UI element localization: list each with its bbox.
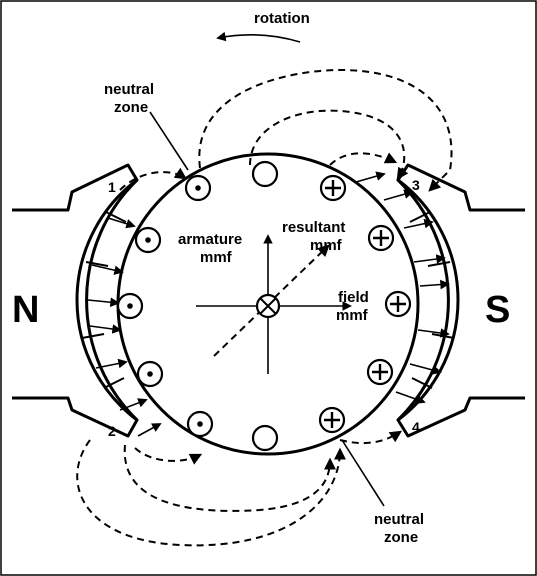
conductor-cross (367, 224, 395, 252)
north-pole-label: N (12, 289, 39, 331)
top-flux-lines (119, 68, 453, 192)
neutral-zone-top-pointer (149, 111, 189, 171)
resultant-mmf-label-2: mmf (310, 237, 343, 254)
south-pole-piece (396, 163, 525, 438)
conductor-cross (318, 406, 346, 434)
south-pole-label: S (485, 289, 510, 331)
conductors-dot (116, 174, 214, 438)
field-mmf-label-2: mmf (336, 307, 369, 324)
conductor-empty (251, 160, 279, 188)
conductor-dot (136, 360, 164, 388)
bottom-flux-lines (76, 430, 403, 547)
neutral-zone-bottom-label-2: zone (384, 529, 418, 546)
north-pole-face (85, 178, 139, 422)
resultant-mmf-arrow (213, 244, 330, 357)
armature-mmf-label-2: mmf (200, 249, 233, 266)
neutral-zone-top-label-2: zone (114, 99, 148, 116)
corner-4-label: 4 (412, 419, 420, 435)
conductor-dot (116, 292, 144, 320)
conductor-cross (384, 290, 412, 318)
conductor-dot (134, 226, 162, 254)
north-pole-piece (12, 163, 139, 438)
north-pole-segments (81, 211, 127, 389)
conductors-cross (318, 174, 412, 434)
neutral-zone-bottom-pointer (341, 439, 385, 507)
corner-2-label: 2 (108, 423, 116, 439)
conductor-cross (319, 174, 347, 202)
field-mmf-label-1: field (338, 289, 369, 306)
south-pole-face (396, 178, 450, 422)
conductor-empty (251, 424, 279, 452)
armature-mmf-label-1: armature (178, 231, 242, 248)
conductor-dot (186, 410, 214, 438)
right-gap-flux-arrows (355, 171, 450, 404)
conductors-empty (251, 160, 279, 452)
corner-3-label: 3 (412, 177, 420, 193)
conductor-cross (366, 358, 394, 386)
rotation-label: rotation (254, 10, 310, 27)
neutral-zone-top-label-1: neutral (104, 81, 154, 98)
conductor-dot (184, 174, 212, 202)
rotation-arrow (216, 31, 301, 43)
resultant-mmf-label-1: resultant (282, 219, 345, 236)
neutral-zone-bottom-label-1: neutral (374, 511, 424, 528)
center-conductor (255, 293, 281, 319)
left-gap-flux-arrows (87, 217, 162, 437)
corner-1-label: 1 (108, 179, 116, 195)
